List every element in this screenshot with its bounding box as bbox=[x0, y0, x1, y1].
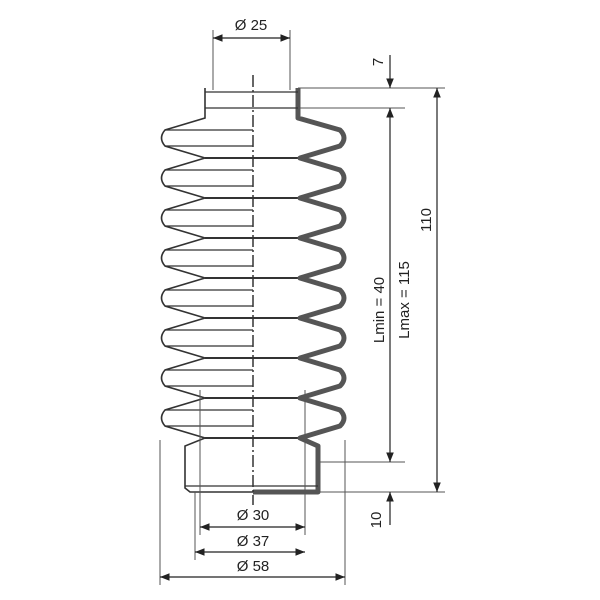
label-top-collar: 7 bbox=[370, 58, 387, 66]
label-d37: Ø 37 bbox=[237, 533, 270, 550]
label-top-diameter: Ø 25 bbox=[235, 17, 268, 34]
dimension-lines bbox=[160, 34, 441, 581]
label-overall-height: 110 bbox=[418, 208, 435, 232]
right-wall-section bbox=[253, 88, 347, 495]
label-d58: Ø 58 bbox=[237, 558, 270, 575]
left-profile bbox=[160, 88, 253, 493]
label-d30: Ø 30 bbox=[237, 507, 270, 524]
label-lmax: Lmax = 115 bbox=[396, 261, 413, 339]
label-lmin: Lmin = 40 bbox=[371, 277, 388, 343]
label-bottom-collar: 10 bbox=[368, 512, 385, 529]
